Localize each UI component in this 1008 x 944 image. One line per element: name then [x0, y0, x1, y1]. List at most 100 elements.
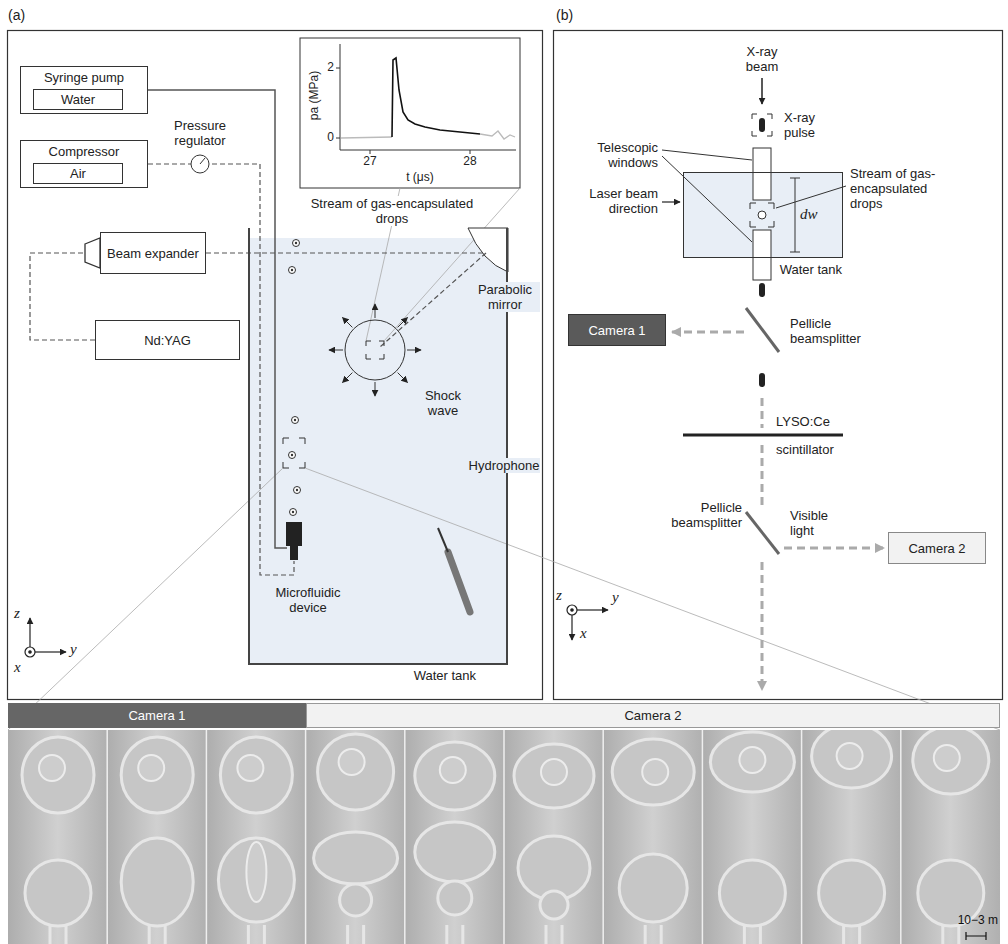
xray-frames	[339, 749, 365, 775]
detector-path	[746, 512, 779, 554]
xray-frames	[603, 730, 702, 944]
water-tank: Water tank	[683, 172, 843, 258]
xray-frames	[25, 860, 91, 926]
xray-frames	[39, 755, 65, 781]
label-text: Laser beam direction	[578, 186, 658, 216]
pressure-plot	[336, 44, 516, 154]
xray-frames	[50, 925, 66, 944]
xray-beam	[752, 78, 772, 136]
view-bracket	[283, 438, 305, 468]
xray-frames	[248, 925, 264, 944]
xray-frames	[744, 925, 760, 944]
node-text: Camera 2	[908, 541, 965, 556]
xray-frames	[934, 745, 960, 771]
telescopic-windows	[753, 230, 771, 280]
label-text: Pressure regulator	[160, 118, 240, 148]
xray-beam	[759, 118, 765, 132]
drop-stream	[290, 509, 297, 516]
label-text: Stream of gas-encapsulated drops	[302, 196, 482, 226]
node-text: Camera 2	[624, 708, 681, 723]
pressure-plot	[300, 38, 520, 188]
xray-frames	[149, 925, 165, 944]
label-text: Shock wave	[418, 388, 468, 418]
axes-b	[571, 615, 572, 640]
tank-b-details	[776, 186, 846, 208]
xray-frames	[546, 925, 562, 944]
shock-wave	[398, 373, 408, 383]
xray-frames	[702, 730, 801, 944]
detector-path	[784, 547, 884, 550]
label-text: Stream of gas-encapsulated drops	[850, 166, 962, 211]
label-text: Microfluidic device	[266, 585, 350, 615]
axes-a	[25, 618, 66, 657]
node-text: Compressor	[21, 144, 147, 159]
detector-path	[761, 398, 764, 428]
hydrophone	[438, 528, 470, 612]
xray-frames	[438, 881, 472, 915]
xray-frames	[206, 730, 305, 944]
xray-frames	[340, 884, 372, 916]
label-text: z	[556, 588, 568, 603]
axes-a	[29, 618, 30, 647]
axes-b	[567, 605, 608, 640]
xray-frames	[107, 730, 901, 944]
drop-cores	[295, 242, 297, 244]
xray-frames	[540, 891, 568, 919]
xray-frames	[107, 730, 206, 944]
xray-beam	[752, 114, 772, 136]
label-text: Pellicle beamsplitter	[790, 316, 880, 346]
connector-line	[30, 253, 100, 340]
parabolic-mirror	[468, 228, 508, 272]
detector-path	[759, 373, 765, 387]
view-bracket	[283, 438, 305, 468]
label-text: Visible light	[790, 508, 845, 538]
axes-b	[571, 609, 573, 611]
xray-frames	[612, 739, 694, 805]
panel-frames	[554, 31, 1003, 700]
xray-frames	[901, 730, 1000, 944]
xray-frames	[710, 732, 794, 792]
telescopic-windows	[753, 148, 771, 280]
connector-line	[148, 90, 275, 228]
detector-path	[761, 562, 764, 690]
pressure-regulator-symbol	[191, 155, 209, 173]
drop-stream	[289, 452, 296, 459]
label-text: y	[70, 642, 82, 657]
xray-frames	[739, 747, 765, 773]
drop-cores	[294, 419, 296, 421]
node-text: Syringe pump	[21, 70, 147, 85]
xray-frames	[121, 737, 193, 813]
node-text: Nd:YAG	[144, 333, 191, 348]
xray-frames	[603, 730, 702, 944]
label-text: pa (MPa)	[307, 51, 322, 141]
xray-frames	[943, 925, 959, 944]
xray-frames	[314, 832, 398, 884]
beam-expander-nose	[85, 238, 100, 268]
xray-frames	[246, 842, 266, 902]
label-text: (b)	[556, 8, 586, 23]
xray-frames	[619, 854, 687, 922]
label-text: Telescopic windows	[578, 140, 658, 170]
reservoir-box: Water	[33, 89, 123, 110]
xray-frames	[138, 755, 164, 781]
detector-path	[761, 445, 764, 508]
pressure-plot	[392, 58, 480, 137]
telescopic-windows	[753, 148, 771, 200]
hydrophone	[438, 528, 448, 552]
node-text: Water	[61, 92, 95, 107]
pressure-plot	[300, 38, 520, 188]
xray-frames	[415, 822, 495, 882]
xray-frames	[218, 838, 294, 922]
xray-frames	[812, 730, 892, 788]
hydrophone	[448, 552, 470, 612]
label-text: 10−3 m	[930, 913, 998, 928]
shock-wave	[329, 350, 343, 351]
xray-frames	[913, 730, 989, 794]
laser-box: Nd:YAG	[95, 320, 240, 360]
detector-path	[672, 283, 884, 690]
xray-frames	[514, 744, 594, 808]
tank-b-details	[662, 150, 846, 252]
shock-wave	[375, 304, 376, 318]
